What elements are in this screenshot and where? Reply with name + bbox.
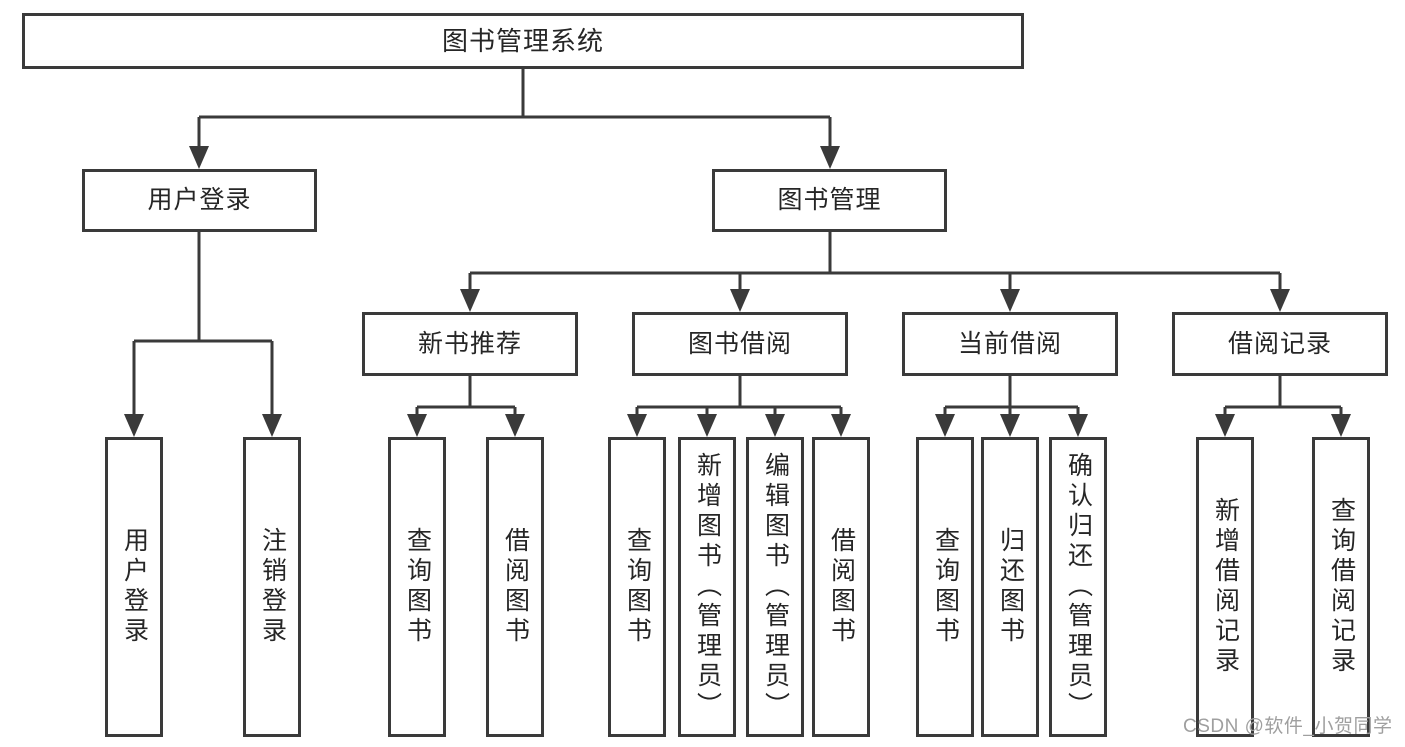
- node-new-book-recommend: 新书推荐: [362, 312, 578, 376]
- arrowhead: [1000, 289, 1020, 312]
- node-borrow-records: 借阅记录: [1172, 312, 1388, 376]
- node-label: 编辑图书（管理员）: [761, 452, 790, 722]
- node-current-borrow: 当前借阅: [902, 312, 1118, 376]
- node-label: 图书借阅: [687, 329, 792, 358]
- node-label: 归还图书: [996, 527, 1025, 647]
- arrowhead: [124, 414, 144, 437]
- arrowhead: [730, 289, 750, 312]
- node-label: 新增借阅记录: [1211, 497, 1240, 677]
- node-label: 图书管理: [777, 186, 882, 214]
- node-label: 新书推荐: [417, 329, 522, 358]
- csdn-watermark: CSDN @软件_小贺同学: [1183, 716, 1393, 737]
- node-root-library-system: 图书管理系统: [22, 13, 1024, 69]
- node-book-management: 图书管理: [712, 169, 947, 232]
- arrowhead: [1215, 414, 1235, 437]
- node-label: 图书管理系统: [441, 26, 604, 56]
- leaf-add-borrow-record: 新增借阅记录: [1196, 437, 1254, 737]
- node-label: 新增图书（管理员）: [693, 452, 722, 722]
- leaf-add-book-admin: 新增图书（管理员）: [678, 437, 736, 737]
- leaf-query-book-current: 查询图书: [916, 437, 974, 737]
- node-book-borrow: 图书借阅: [632, 312, 848, 376]
- leaf-borrow-book-recommend: 借阅图书: [486, 437, 544, 737]
- leaf-query-book-borrow: 查询图书: [608, 437, 666, 737]
- node-label: 当前借阅: [957, 329, 1062, 358]
- node-label: 查询图书: [623, 527, 652, 647]
- arrowhead: [505, 414, 525, 437]
- arrowhead: [1000, 414, 1020, 437]
- arrowhead: [1270, 289, 1290, 312]
- leaf-user-login: 用户登录: [105, 437, 163, 737]
- arrowhead: [935, 414, 955, 437]
- node-label: 用户登录: [147, 186, 252, 214]
- node-user-login: 用户登录: [82, 169, 317, 232]
- arrowhead: [407, 414, 427, 437]
- arrowhead: [765, 414, 785, 437]
- leaf-logout: 注销登录: [243, 437, 301, 737]
- node-label: 确认归还（管理员）: [1064, 452, 1093, 722]
- leaf-return-book: 归还图书: [981, 437, 1039, 737]
- node-label: 用户登录: [120, 527, 149, 647]
- arrowhead: [820, 146, 840, 169]
- node-label: 借阅图书: [501, 527, 530, 647]
- node-label: 查询图书: [403, 527, 432, 647]
- arrowhead: [831, 414, 851, 437]
- leaf-edit-book-admin: 编辑图书（管理员）: [746, 437, 804, 737]
- node-label: 注销登录: [258, 527, 287, 647]
- leaf-query-borrow-record: 查询借阅记录: [1312, 437, 1370, 737]
- node-label: 查询借阅记录: [1327, 497, 1356, 677]
- node-label: 借阅记录: [1227, 329, 1332, 358]
- leaf-query-book-recommend: 查询图书: [388, 437, 446, 737]
- arrowhead: [1331, 414, 1351, 437]
- arrowhead: [460, 289, 480, 312]
- arrowhead: [627, 414, 647, 437]
- node-label: 查询图书: [931, 527, 960, 647]
- arrowhead: [262, 414, 282, 437]
- arrowheads: [124, 146, 1351, 437]
- arrowhead: [1068, 414, 1088, 437]
- arrowhead: [189, 146, 209, 169]
- arrowhead: [697, 414, 717, 437]
- leaf-confirm-return-admin: 确认归还（管理员）: [1049, 437, 1107, 737]
- node-label: 借阅图书: [827, 527, 856, 647]
- leaf-borrow-book: 借阅图书: [812, 437, 870, 737]
